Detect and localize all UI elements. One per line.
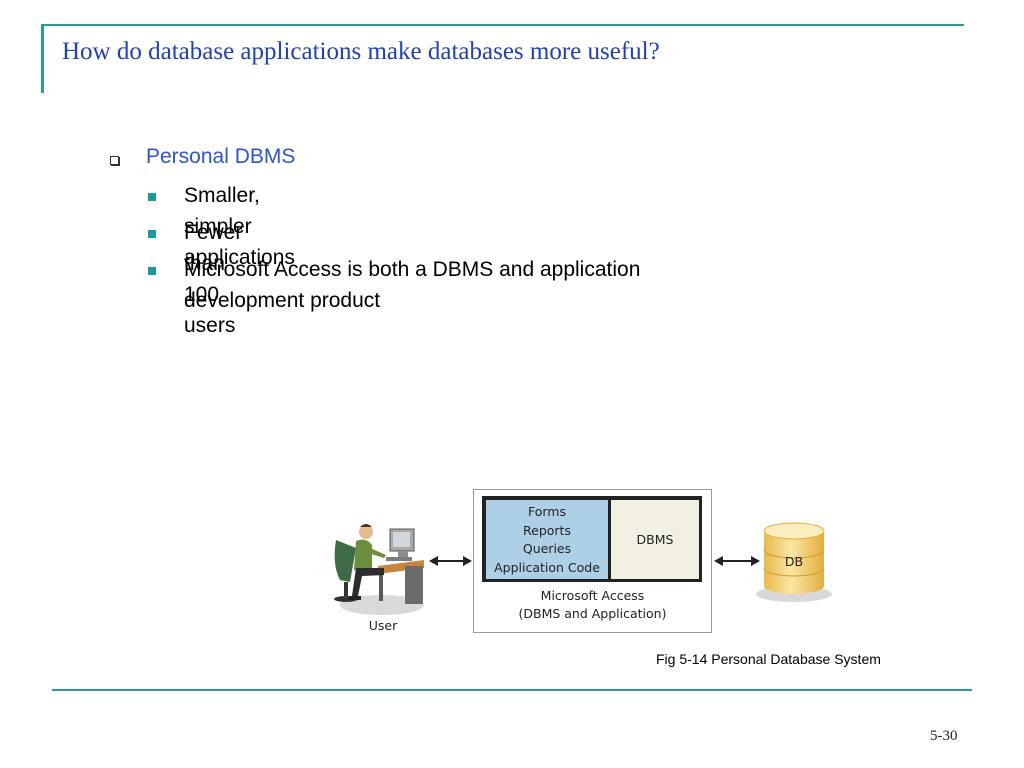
access-label-line1: Microsoft Access [540,588,645,603]
db-label: DB [785,554,803,569]
application-components: Forms Reports Queries Application Code [486,500,608,579]
bullet-microsoft-access: Microsoft Access is both a DBMS and appl… [184,258,641,312]
access-label: Microsoft Access (DBMS and Application) [474,587,711,623]
database-cylinder-icon [756,522,832,602]
user-label: User [368,618,398,633]
header-top-rule [41,24,964,26]
app-item-application-code: Application Code [494,559,600,575]
dbms-cell: DBMS [611,500,699,579]
square-bullet-icon [148,230,156,238]
header-left-rule [41,25,44,93]
page-number: 5-30 [930,728,958,744]
bullet-fewer-users: Fewer than 100 users [184,221,243,337]
hollow-square-bullet-icon [110,156,119,165]
bullet-personal-dbms: Personal DBMS [146,145,296,168]
bullet-smaller-simpler: Smaller, simpler applications [184,184,295,269]
app-item-queries: Queries [522,541,572,556]
figure-caption: Fig 5-14 Personal Database System [656,651,881,667]
square-bullet-icon [148,193,156,201]
double-arrow-icon [429,556,472,566]
access-label-line2: (DBMS and Application) [518,606,667,621]
slide-title: How do database applications make databa… [62,38,660,65]
footer-rule [52,689,972,691]
app-item-forms: Forms [527,504,566,519]
app-item-reports: Reports [523,522,571,538]
double-arrow-icon [714,556,760,566]
square-bullet-icon [148,267,156,275]
user-at-computer-icon [334,524,424,615]
